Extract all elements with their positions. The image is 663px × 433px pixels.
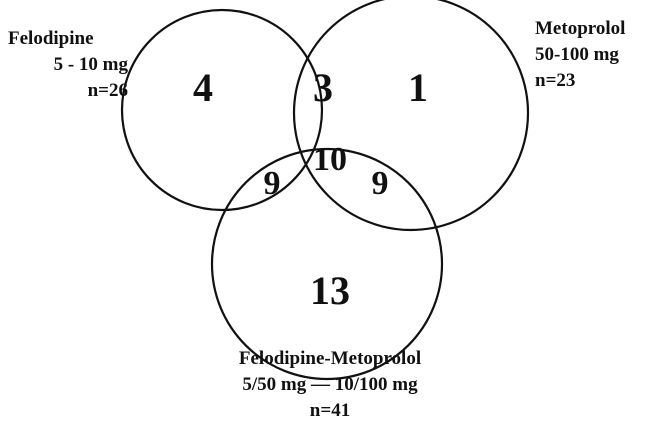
felodipine-dose: 5 - 10 mg: [53, 54, 128, 75]
region-all-three: 10: [313, 141, 347, 178]
metoprolol-dose: 50-100 mg: [535, 44, 619, 65]
felodipine-label: Felodipine 5 - 10 mg n=26: [8, 26, 128, 104]
region-felodipine-metoprolol: 3: [313, 65, 333, 110]
combination-circle: [210, 147, 444, 381]
felodipine-circle: [120, 8, 324, 212]
combination-dose: 5/50 mg — 10/100 mg: [242, 374, 418, 395]
combination-n: n=41: [309, 400, 351, 421]
region-metoprolol-only: 1: [408, 65, 428, 110]
combination-label: Felodipine-Metoprolol 5/50 mg — 10/100 m…: [160, 346, 500, 424]
metoprolol-n: n=23: [535, 70, 576, 91]
felodipine-name: Felodipine: [8, 28, 94, 49]
metoprolol-circle: [292, 0, 530, 232]
region-felodipine-only: 4: [193, 65, 213, 110]
region-felodipine-combination: 9: [264, 165, 281, 202]
felodipine-n: n=26: [87, 80, 128, 101]
region-metoprolol-combination: 9: [372, 165, 389, 202]
combination-name: Felodipine-Metoprolol: [238, 348, 422, 369]
metoprolol-label: Metoprolol 50-100 mg n=23: [535, 16, 661, 94]
region-combination-only: 13: [310, 268, 350, 313]
metoprolol-name: Metoprolol: [535, 18, 626, 39]
